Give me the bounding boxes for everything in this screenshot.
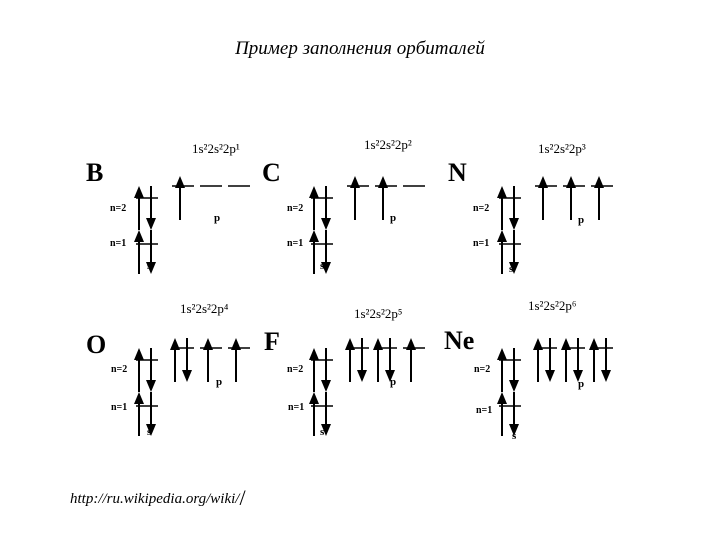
el5-2p-electron-0-up xyxy=(533,338,543,382)
sublevel-label-p: p xyxy=(216,376,223,388)
el0-1s-electron-down xyxy=(146,230,156,274)
electron-configuration: 1s²2s²2p¹ xyxy=(192,141,240,156)
el0-2p-electron-0-up xyxy=(175,176,185,220)
electron-configuration: 1s²2s²2p³ xyxy=(538,141,586,156)
element-symbol: C xyxy=(262,158,281,187)
el2-2p-electron-0-up xyxy=(538,176,548,220)
el5-2p-electron-0-down xyxy=(545,338,555,382)
level-label-n2: n=2 xyxy=(287,203,304,214)
el4-1s-electron-up xyxy=(309,392,319,436)
el5-1s-electron-up xyxy=(497,392,507,436)
el2-2p-electron-2-up xyxy=(594,176,604,220)
el3-2s-electron-up xyxy=(134,348,144,392)
el5-2s-electron-up xyxy=(497,348,507,392)
el3-2p-electron-0-up xyxy=(170,338,180,382)
level-label-n1: n=1 xyxy=(473,238,490,249)
sublevel-label-s: s xyxy=(509,263,514,275)
el5-2p-electron-1-up xyxy=(561,338,571,382)
el3-1s-electron-down xyxy=(146,392,156,436)
sublevel-label-s: s xyxy=(320,426,325,438)
el1-2p-electron-1-up xyxy=(378,176,388,220)
level-label-n2: n=2 xyxy=(474,364,491,375)
element-symbol: B xyxy=(86,158,104,187)
el2-1s-electron-up xyxy=(497,230,507,274)
el3-1s-electron-up xyxy=(134,392,144,436)
electron-configuration: 1s²2s²2p⁶ xyxy=(528,298,577,313)
level-label-n2: n=2 xyxy=(287,364,304,375)
el2-2s-electron-up xyxy=(497,186,507,230)
sublevel-label-p: p xyxy=(214,212,221,224)
level-label-n1: n=1 xyxy=(287,238,304,249)
electron-configuration: 1s²2s²2p² xyxy=(364,137,412,152)
el1-2s-electron-down xyxy=(321,186,331,230)
el2-1s-electron-down xyxy=(509,230,519,274)
level-label-n1: n=1 xyxy=(110,238,127,249)
sublevel-label-p: p xyxy=(390,376,397,388)
page-title: Пример заполнения орбиталей xyxy=(235,38,485,59)
level-label-n2: n=2 xyxy=(110,203,127,214)
element-symbol: O xyxy=(86,330,107,359)
level-label-n2: n=2 xyxy=(111,364,128,375)
element-symbol: N xyxy=(448,158,467,187)
el1-2p-electron-0-up xyxy=(350,176,360,220)
sublevel-label-s: s xyxy=(320,260,325,272)
el2-2p-electron-1-up xyxy=(566,176,576,220)
el4-2s-electron-down xyxy=(321,348,331,392)
el3-2p-electron-2-up xyxy=(231,338,241,382)
sublevel-label-p: p xyxy=(390,212,397,224)
level-label-n1: n=1 xyxy=(288,402,305,413)
element-symbol: F xyxy=(264,327,280,356)
level-label-n1: n=1 xyxy=(111,402,128,413)
element-symbol: Ne xyxy=(444,326,475,355)
el4-2s-electron-up xyxy=(309,348,319,392)
source-url: http://ru.wikipedia.org/wiki/ xyxy=(70,491,240,507)
sublevel-label-s: s xyxy=(512,430,517,442)
electron-configuration: 1s²2s²2p⁵ xyxy=(354,306,403,321)
source-slash: / xyxy=(239,485,246,510)
el4-2p-electron-0-up xyxy=(345,338,355,382)
sublevel-label-s: s xyxy=(147,426,152,438)
sublevel-label-p: p xyxy=(578,378,585,390)
level-label-n1: n=1 xyxy=(476,405,493,416)
el1-1s-electron-down xyxy=(321,230,331,274)
source-link[interactable]: http://ru.wikipedia.org/wiki// xyxy=(70,485,246,511)
el4-2p-electron-2-up xyxy=(406,338,416,382)
el3-2p-electron-1-up xyxy=(203,338,213,382)
el5-2p-electron-1-down xyxy=(573,338,583,382)
el4-2p-electron-1-down xyxy=(385,338,395,382)
el4-1s-electron-down xyxy=(321,392,331,436)
el3-2s-electron-down xyxy=(146,348,156,392)
electron-configuration: 1s²2s²2p⁴ xyxy=(180,301,229,316)
el0-1s-electron-up xyxy=(134,230,144,274)
el4-2p-electron-1-up xyxy=(373,338,383,382)
el5-2p-electron-2-down xyxy=(601,338,611,382)
sublevel-label-p: p xyxy=(578,214,585,226)
el0-2s-electron-up xyxy=(134,186,144,230)
el4-2p-electron-0-down xyxy=(357,338,367,382)
el5-2p-electron-2-up xyxy=(589,338,599,382)
el1-1s-electron-up xyxy=(309,230,319,274)
el5-1s-electron-down xyxy=(509,392,519,436)
el0-2s-electron-down xyxy=(146,186,156,230)
el3-2p-electron-0-down xyxy=(182,338,192,382)
el1-2s-electron-up xyxy=(309,186,319,230)
el5-2s-electron-down xyxy=(509,348,519,392)
el2-2s-electron-down xyxy=(509,186,519,230)
level-label-n2: n=2 xyxy=(473,203,490,214)
